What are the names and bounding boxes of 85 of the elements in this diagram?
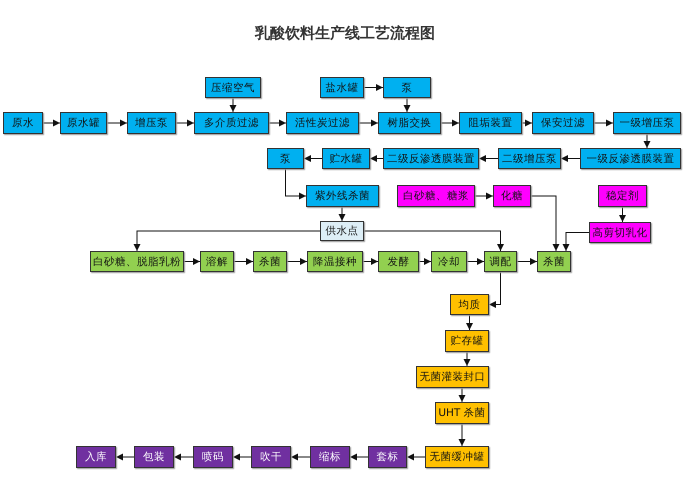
arrow bbox=[370, 155, 384, 162]
process-box: 保安过滤 bbox=[532, 112, 594, 134]
arrow bbox=[466, 258, 484, 265]
process-box: 吹干 bbox=[251, 446, 291, 468]
process-box: 树脂交换 bbox=[378, 112, 441, 134]
arrow bbox=[285, 168, 306, 200]
arrow bbox=[286, 258, 308, 265]
arrow bbox=[458, 424, 466, 446]
process-box: 二级增压泵 bbox=[498, 148, 561, 169]
process-box: 无菌缓冲罐 bbox=[425, 446, 489, 468]
process-box: 高剪切乳化 bbox=[589, 222, 651, 243]
process-box: 贮存罐 bbox=[445, 330, 489, 352]
arrow bbox=[404, 98, 410, 112]
process-box: 二级反渗透膜装置 bbox=[383, 148, 479, 169]
arrow bbox=[232, 454, 252, 460]
process-box: 冷却 bbox=[431, 251, 467, 272]
arrow bbox=[184, 258, 200, 265]
process-box: 紫外线杀菌 bbox=[306, 185, 379, 207]
arrow bbox=[644, 134, 650, 148]
process-box: 一级增压泵 bbox=[613, 112, 681, 134]
process-box: 活性炭过滤 bbox=[286, 112, 359, 134]
arrow bbox=[530, 196, 560, 252]
arrow bbox=[418, 258, 432, 265]
process-box: 降温接种 bbox=[307, 251, 363, 272]
arrow bbox=[176, 120, 194, 126]
process-box: 一级反渗透膜装置 bbox=[580, 148, 681, 169]
process-box: 杀菌 bbox=[537, 251, 571, 272]
process-box: 套标 bbox=[368, 446, 407, 468]
arrow bbox=[362, 258, 378, 265]
arrow bbox=[234, 258, 254, 265]
process-box: 无菌灌装封口 bbox=[416, 366, 489, 388]
diagram-title: 乳酸饮料生产线工艺流程图 bbox=[254, 24, 436, 43]
process-box: 杀菌 bbox=[253, 251, 287, 272]
process-box: 盐水罐 bbox=[320, 77, 364, 98]
process-box: 原水罐 bbox=[60, 112, 107, 134]
process-box: 压缩空气 bbox=[205, 77, 261, 98]
arrow bbox=[440, 120, 460, 126]
arrow bbox=[522, 120, 532, 126]
process-box: 供水点 bbox=[320, 221, 364, 241]
process-box: 白砂糖、糖浆 bbox=[397, 185, 475, 207]
process-box: 多介质过滤 bbox=[194, 112, 269, 134]
arrow bbox=[560, 155, 580, 162]
process-box: 阻垢装置 bbox=[459, 112, 522, 134]
arrow bbox=[364, 230, 504, 252]
arrow bbox=[364, 84, 384, 91]
process-box: UHT 杀菌 bbox=[435, 402, 489, 424]
arrow bbox=[466, 314, 473, 330]
arrow bbox=[304, 155, 322, 162]
process-box: 原水 bbox=[3, 112, 43, 134]
process-box: 入库 bbox=[76, 446, 116, 468]
process-box: 均质 bbox=[450, 294, 489, 315]
arrow bbox=[488, 272, 501, 308]
arrow bbox=[42, 120, 60, 126]
arrow bbox=[134, 230, 320, 252]
arrow bbox=[458, 388, 466, 402]
process-box: 稳定剂 bbox=[598, 185, 647, 207]
process-box: 贮水罐 bbox=[322, 148, 370, 169]
process-box: 包装 bbox=[134, 446, 174, 468]
process-box: 调配 bbox=[484, 251, 517, 272]
arrow bbox=[338, 206, 346, 222]
process-box: 溶解 bbox=[200, 251, 234, 272]
arrow bbox=[406, 454, 426, 460]
arrow bbox=[516, 258, 538, 265]
process-box: 泵 bbox=[267, 148, 304, 169]
arrow bbox=[106, 120, 128, 126]
process-box: 化糖 bbox=[493, 185, 531, 207]
arrow bbox=[474, 192, 494, 200]
arrow bbox=[562, 232, 590, 252]
arrow bbox=[350, 454, 368, 460]
arrow bbox=[478, 155, 498, 162]
arrow bbox=[594, 120, 614, 126]
process-box: 喷码 bbox=[193, 446, 233, 468]
arrow bbox=[116, 454, 134, 460]
arrow bbox=[619, 206, 626, 222]
arrow bbox=[464, 352, 470, 366]
arrow bbox=[268, 120, 286, 126]
process-box: 发酵 bbox=[378, 251, 419, 272]
arrow bbox=[358, 120, 378, 126]
arrow bbox=[174, 454, 194, 460]
process-box: 缩标 bbox=[310, 446, 350, 468]
process-box: 白砂糖、脱脂乳粉 bbox=[90, 251, 184, 272]
arrow bbox=[290, 454, 310, 460]
process-box: 泵 bbox=[383, 77, 431, 98]
process-box: 增压泵 bbox=[127, 112, 176, 134]
arrow bbox=[230, 98, 236, 112]
